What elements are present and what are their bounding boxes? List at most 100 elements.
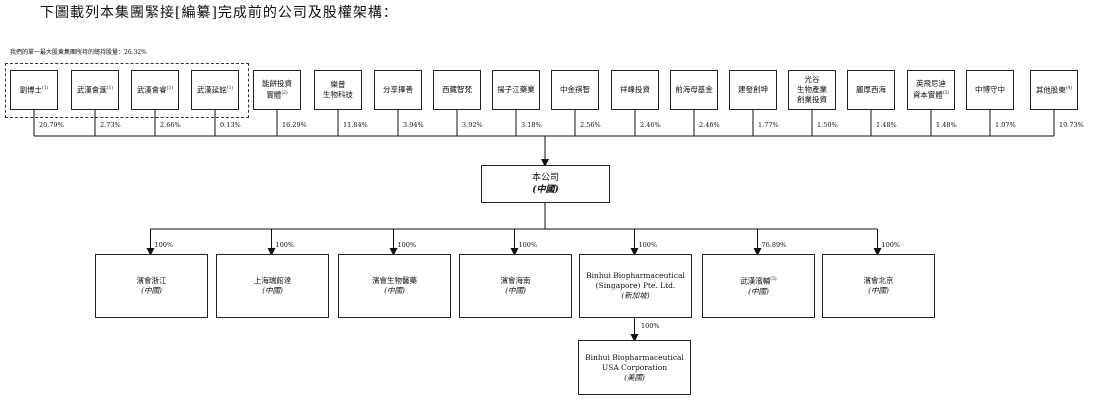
shareholding-percentage: 11.84% <box>343 121 368 129</box>
subsidiary-box: 武漢濱輔(5)(中國) <box>702 254 815 318</box>
footnote-marker: (1) <box>42 86 49 92</box>
shareholder-box: 揚子江藥業 <box>492 70 540 110</box>
subsidiary-box: 濱會生物醫藥(中國) <box>338 254 451 318</box>
shareholding-percentage: 3.18% <box>521 121 542 129</box>
shareholder-box: 前海母基金 <box>670 70 718 110</box>
shareholder-box: 建發創坤 <box>729 70 777 110</box>
footnote-marker: (2) <box>281 91 288 97</box>
shareholder-name: 祥峰投資 <box>620 85 650 94</box>
subsidiary-name: 上海瑞館達 <box>253 276 292 285</box>
subsidiary-box: Binhui Biopharmaceutical (Singapore) Pte… <box>579 254 692 318</box>
company-location: (中國) <box>532 185 559 195</box>
subsidiary-box: 上海瑞館達(中國) <box>216 254 329 318</box>
shareholding-percentage: 1.77% <box>758 121 779 129</box>
subsidiary-location: (中國) <box>505 286 526 295</box>
page-heading: 下圖載列本集團緊接[編纂]完成前的公司及股權架構： <box>40 5 398 21</box>
shareholding-percentage: 2.46% <box>699 121 720 129</box>
footnote-marker: (1) <box>166 86 174 92</box>
shareholder-name: 前海母基金 <box>675 85 713 94</box>
subsidiary-location: (中國) <box>141 286 162 295</box>
shareholder-box: 祥峰投資 <box>611 70 659 110</box>
company-box: 本公司 (中國) <box>481 165 610 203</box>
grandchild-location: (美國) <box>624 372 645 382</box>
subsidiary-percentage: 100% <box>154 241 174 249</box>
subsidiary-name: 濱會浙江 <box>136 276 167 285</box>
footnote-marker: (3) <box>942 91 950 97</box>
shareholding-percentage: 2.56% <box>580 121 601 129</box>
shareholder-name: 武漢會睿(1) <box>136 85 174 95</box>
shareholding-percentage: 1.48% <box>876 121 897 129</box>
shareholding-percentage: 1.48% <box>936 121 957 129</box>
subsidiary-percentage: 100% <box>518 241 538 249</box>
shareholder-box: 能餅投資 實體(2) <box>253 70 301 110</box>
shareholder-box: 武漢延銘(1) <box>191 70 239 110</box>
shareholder-box: 分享擇善 <box>374 70 422 110</box>
shareholder-box: 中博守中 <box>966 70 1014 110</box>
footnote-marker: (1) <box>226 86 234 92</box>
subsidiary-name: Binhui Biopharmaceutical (Singapore) Pte… <box>586 271 685 290</box>
shareholder-box: 樂普 生物科技 <box>314 70 362 110</box>
shareholder-name: 光谷 生物產業 創業投資 <box>797 75 827 104</box>
subsidiary-box: 濱會海南(中國) <box>459 254 572 318</box>
shareholding-percentage: 1.50% <box>817 121 838 129</box>
shareholding-percentage: 3.92% <box>462 121 483 129</box>
company-name: 本公司 <box>531 173 559 183</box>
grandchild-name: Binhui Biopharmaceutical USA Corporation <box>585 352 684 372</box>
group-holding-note: 我們的單一最大股東集團所持的總持股量：26.32% <box>10 49 147 56</box>
single-largest-shareholder-group-border <box>5 63 249 118</box>
subsidiary-box: 濱會北京(中國) <box>822 254 935 318</box>
shareholder-name: 能餅投資 實體(2) <box>262 79 292 100</box>
shareholding-percentage: 3.94% <box>403 121 424 129</box>
shareholder-box: 麗厚西海 <box>847 70 895 110</box>
subsidiary-name: 濱會海南 <box>500 276 531 285</box>
shareholder-name: 其他股東(4) <box>1035 85 1073 95</box>
grandchild-percentage: 100% <box>641 322 660 330</box>
shareholder-box: 劉博士(1) <box>10 70 58 110</box>
subsidiary-name: 濱會生物醫藥 <box>372 276 417 285</box>
shareholder-box: 西藏智梵 <box>433 70 481 110</box>
subsidiary-percentage: 76.89% <box>761 241 787 249</box>
shareholder-name: 建發創坤 <box>738 85 768 94</box>
shareholding-percentage: 19.73% <box>1059 121 1084 129</box>
shareholding-percentage: 2.46% <box>640 121 661 129</box>
shareholder-box: 光谷 生物產業 創業投資 <box>788 70 836 110</box>
subsidiary-box: 濱會浙江(中國) <box>95 254 208 318</box>
subsidiary-name: 武漢濱輔(5) <box>740 276 777 286</box>
subsidiary-percentage: 100% <box>397 241 417 249</box>
shareholder-name: 劉博士(1) <box>19 85 49 95</box>
subsidiary-location: (中國) <box>748 286 769 296</box>
shareholder-name: 武漢會滙(1) <box>76 85 114 95</box>
shareholding-percentage: 2.73% <box>100 121 121 129</box>
shareholder-name: 分享擇善 <box>383 85 413 94</box>
shareholder-box: 中金祺智 <box>551 70 599 110</box>
shareholding-percentage: 2.66% <box>160 121 181 129</box>
shareholder-name: 中博守中 <box>975 85 1005 94</box>
shareholding-percentage: 20.79% <box>39 121 64 129</box>
subsidiary-location: (中國) <box>384 286 405 295</box>
subsidiary-percentage: 100% <box>638 241 658 249</box>
subsidiary-name: 濱會北京 <box>863 276 894 285</box>
subsidiary-location: (新加坡) <box>621 291 650 300</box>
shareholder-name: 中金祺智 <box>560 85 590 94</box>
shareholder-name: 樂普 生物科技 <box>323 80 353 99</box>
shareholding-percentage: 1.07% <box>995 121 1016 129</box>
shareholding-percentage: 0.13% <box>220 121 241 129</box>
shareholder-name: 西藏智梵 <box>442 85 472 94</box>
subsidiary-percentage: 100% <box>881 241 901 249</box>
shareholding-percentage: 16.29% <box>282 121 307 129</box>
subsidiary-location: (中國) <box>868 286 889 295</box>
footnote-marker: (5) <box>770 277 777 283</box>
shareholder-box: 武漢會滙(1) <box>71 70 119 110</box>
shareholder-name: 英飛尼迪 資本實體(3) <box>912 79 950 100</box>
footnote-marker: (4) <box>1065 86 1073 92</box>
shareholder-box: 武漢會睿(1) <box>131 70 179 110</box>
subsidiary-location: (中國) <box>262 286 283 295</box>
shareholder-name: 揚子江藥業 <box>497 85 535 94</box>
footnote-marker: (1) <box>106 86 114 92</box>
grandchild-box: Binhui Biopharmaceutical USA Corporation… <box>578 340 691 395</box>
shareholder-box: 其他股東(4) <box>1030 70 1078 110</box>
shareholder-name: 武漢延銘(1) <box>196 85 234 95</box>
subsidiary-percentage: 100% <box>275 241 295 249</box>
shareholder-name: 麗厚西海 <box>856 85 886 94</box>
